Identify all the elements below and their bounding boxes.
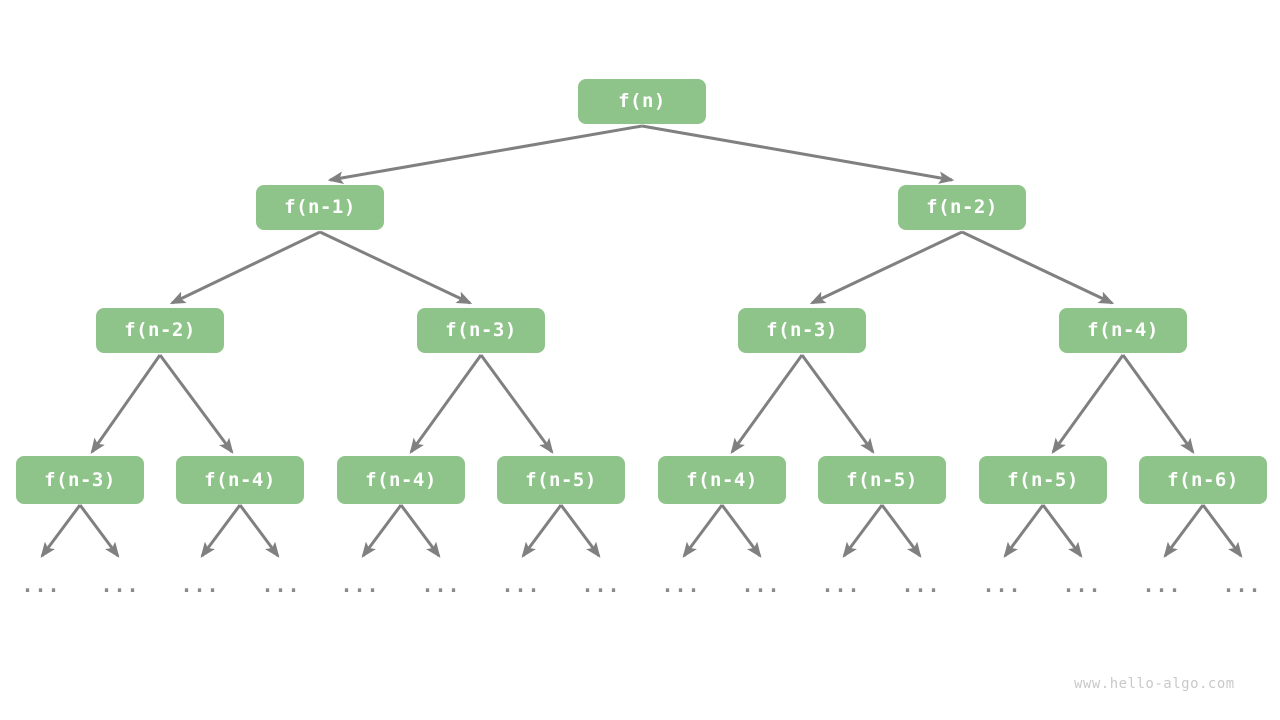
tree-edge xyxy=(1121,354,1195,454)
tree-node: f(n-6) xyxy=(1139,456,1267,504)
tree-edge xyxy=(559,504,601,558)
tree-node: f(n-3) xyxy=(738,307,866,353)
tree-edge xyxy=(399,504,441,558)
tree-node: f(n-5) xyxy=(979,456,1107,504)
tree-node: f(n-5) xyxy=(497,456,625,504)
tree-edge xyxy=(158,354,234,454)
tree-edge xyxy=(641,124,955,184)
ellipsis-marker: ... xyxy=(1062,573,1102,597)
tree-edge xyxy=(880,504,922,558)
ellipsis-marker: ... xyxy=(1142,573,1182,597)
tree-edge xyxy=(1003,504,1045,558)
tree-node: f(n-3) xyxy=(417,307,545,353)
ellipsis-marker: ... xyxy=(340,573,380,597)
tree-edge xyxy=(1041,504,1083,558)
ellipsis-marker: ... xyxy=(261,573,301,597)
tree-node: f(n-2) xyxy=(898,184,1026,230)
tree-edge xyxy=(961,230,1115,305)
tree-edge xyxy=(40,504,82,558)
tree-edge xyxy=(730,354,804,454)
ellipsis-marker: ... xyxy=(180,573,220,597)
tree-node: f(n) xyxy=(578,78,706,124)
tree-edge xyxy=(479,354,554,454)
tree-node: f(n-2) xyxy=(96,307,224,353)
ellipsis-marker: ... xyxy=(581,573,621,597)
ellipsis-marker: ... xyxy=(741,573,781,597)
tree-edge xyxy=(90,354,162,454)
tree-edge xyxy=(842,504,884,558)
ellipsis-marker: ... xyxy=(421,573,461,597)
tree-edge xyxy=(800,354,875,454)
tree-edge xyxy=(1163,504,1205,558)
tree-node: f(n-5) xyxy=(818,456,946,504)
tree-edges xyxy=(40,124,1243,558)
ellipsis-marker: ... xyxy=(1222,573,1262,597)
tree-edge xyxy=(720,504,762,558)
tree-node: f(n-3) xyxy=(16,456,144,504)
tree-edge xyxy=(1201,504,1243,558)
tree-edge xyxy=(169,230,321,305)
tree-node: f(n-4) xyxy=(1059,307,1187,353)
tree-edge xyxy=(809,230,963,305)
tree-edge xyxy=(238,504,280,558)
tree-node: f(n-1) xyxy=(256,184,384,230)
tree-edge xyxy=(682,504,724,558)
ellipsis-marker: ... xyxy=(100,573,140,597)
ellipsis-marker: ... xyxy=(821,573,861,597)
ellipsis-marker: ... xyxy=(501,573,541,597)
tree-edge xyxy=(327,124,643,184)
ellipsis-marker: ... xyxy=(901,573,941,597)
tree-node: f(n-4) xyxy=(337,456,465,504)
watermark: www.hello-algo.com xyxy=(1074,676,1235,692)
tree-edge xyxy=(319,230,473,305)
ellipsis-marker: ... xyxy=(982,573,1022,597)
ellipsis-marker: ... xyxy=(661,573,701,597)
tree-edge xyxy=(521,504,563,558)
tree-edge xyxy=(409,354,483,454)
tree-edge xyxy=(1051,354,1125,454)
tree-edge xyxy=(78,504,120,558)
tree-edge xyxy=(361,504,403,558)
tree-node: f(n-4) xyxy=(658,456,786,504)
tree-edge xyxy=(200,504,242,558)
ellipsis-marker: ... xyxy=(21,573,61,597)
tree-node: f(n-4) xyxy=(176,456,304,504)
